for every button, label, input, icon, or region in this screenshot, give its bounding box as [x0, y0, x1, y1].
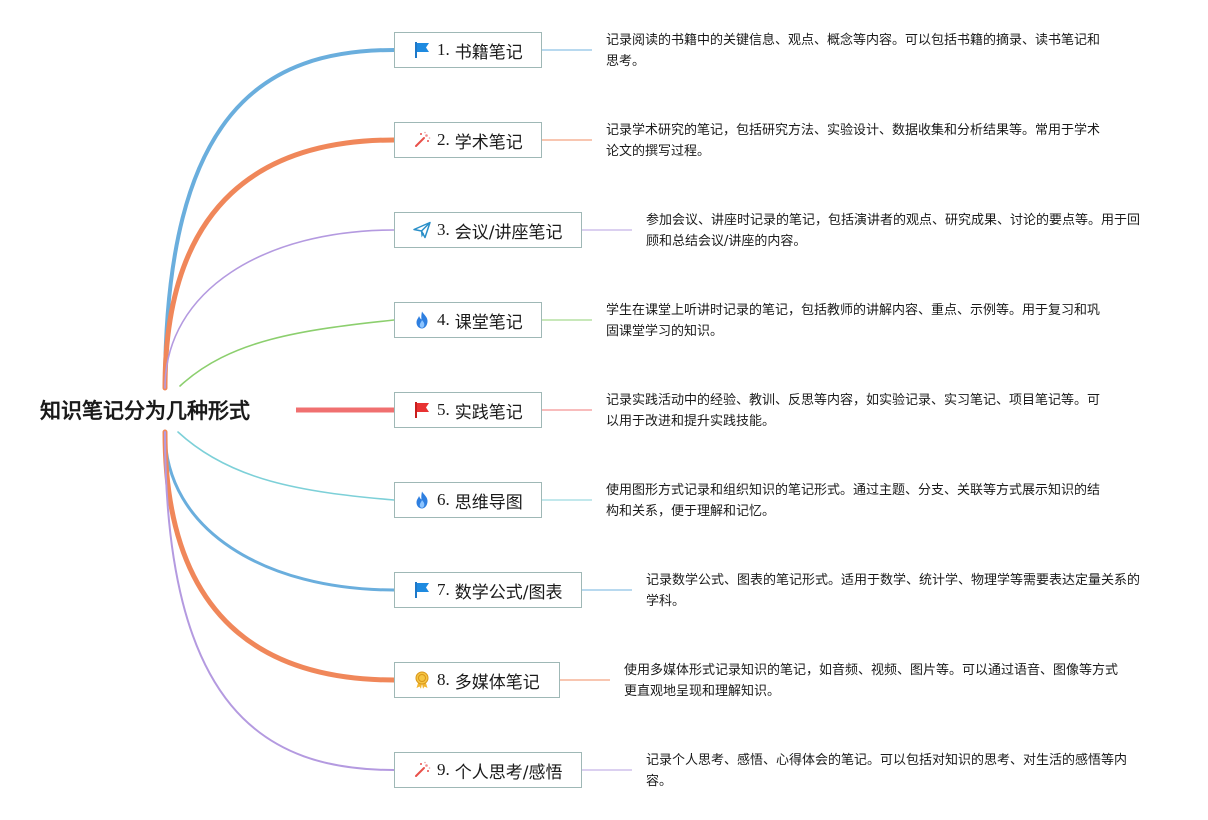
topic-node-8[interactable]: 8.多媒体笔记 [394, 662, 560, 698]
branch-connector-8 [162, 429, 397, 683]
topic-node-2[interactable]: 2.学术笔记 [394, 122, 542, 158]
topic-label: 课堂笔记 [454, 312, 523, 333]
topic-description-1: 记录阅读的书籍中的关键信息、观点、概念等内容。可以包括书籍的摘录、读书笔记和思考… [606, 33, 1101, 69]
topic-number: 6. [437, 490, 450, 509]
topic-description-7: 记录数学公式、图表的笔记形式。适用于数学、统计学、物理学等需要表达定量关系的学科… [646, 573, 1141, 609]
branch-connector-9 [164, 431, 395, 771]
topic-number: 7. [437, 580, 450, 599]
magic-wand-icon [411, 129, 433, 151]
topic-description-2: 记录学术研究的笔记，包括研究方法、实验设计、数据收集和分析结果等。常用于学术论文… [606, 123, 1101, 159]
topic-number: 5. [437, 400, 450, 419]
magic-wand-icon [411, 759, 433, 781]
topic-label: 个人思考/感悟 [454, 762, 563, 783]
topic-node-6[interactable]: 6.思维导图 [394, 482, 542, 518]
branch-connector-1 [163, 48, 396, 390]
topic-number: 2. [437, 130, 450, 149]
topic-node-9[interactable]: 9.个人思考/感悟 [394, 752, 582, 788]
topic-description-8: 使用多媒体形式记录知识的笔记，如音频、视频、图片等。可以通过语音、图像等方式更直… [624, 663, 1119, 699]
root-topic[interactable]: 知识笔记分为几种形式 [40, 399, 250, 423]
topic-node-7[interactable]: 7.数学公式/图表 [394, 572, 582, 608]
topic-label: 实践笔记 [454, 402, 523, 423]
topic-number: 8. [437, 670, 450, 689]
paper-plane-icon [411, 219, 433, 241]
topic-label: 书籍笔记 [454, 42, 523, 63]
topic-number: 4. [437, 310, 450, 329]
branch-connector-2 [162, 137, 397, 391]
topic-description-3: 参加会议、讲座时记录的笔记，包括演讲者的观点、研究成果、讨论的要点等。用于回顾和… [646, 213, 1141, 249]
topic-number: 9. [437, 760, 450, 779]
red-flag-icon [411, 399, 433, 421]
topic-description-4: 学生在课堂上听讲时记录的笔记，包括教师的讲解内容、重点、示例等。用于复习和巩固课… [606, 303, 1101, 339]
topic-number: 3. [437, 220, 450, 239]
branch-connector-3 [164, 229, 395, 389]
topic-label: 数学公式/图表 [454, 582, 563, 603]
topic-number: 1. [437, 40, 450, 59]
blue-flag-icon [411, 579, 433, 601]
blue-flag-icon [411, 39, 433, 61]
branch-connector-7 [163, 430, 396, 592]
branch-connector-6 [177, 431, 395, 501]
flame-icon [411, 309, 433, 331]
award-medal-icon [411, 669, 433, 691]
topic-node-4[interactable]: 4.课堂笔记 [394, 302, 542, 338]
topic-description-9: 记录个人思考、感悟、心得体会的笔记。可以包括对知识的思考、对生活的感悟等内容。 [646, 753, 1128, 789]
topic-label: 多媒体笔记 [454, 672, 540, 693]
topic-node-1[interactable]: 1.书籍笔记 [394, 32, 542, 68]
branch-connector-4 [179, 319, 395, 387]
topic-node-5[interactable]: 5.实践笔记 [394, 392, 542, 428]
topic-description-6: 使用图形方式记录和组织知识的笔记形式。通过主题、分支、关联等方式展示知识的结构和… [606, 483, 1101, 519]
topic-description-5: 记录实践活动中的经验、教训、反思等内容，如实验记录、实习笔记、项目笔记等。可以用… [606, 393, 1101, 429]
topic-label: 会议/讲座笔记 [454, 222, 563, 243]
flame-icon [411, 489, 433, 511]
topic-node-3[interactable]: 3.会议/讲座笔记 [394, 212, 582, 248]
topic-label: 思维导图 [454, 492, 523, 513]
topic-label: 学术笔记 [454, 132, 523, 153]
